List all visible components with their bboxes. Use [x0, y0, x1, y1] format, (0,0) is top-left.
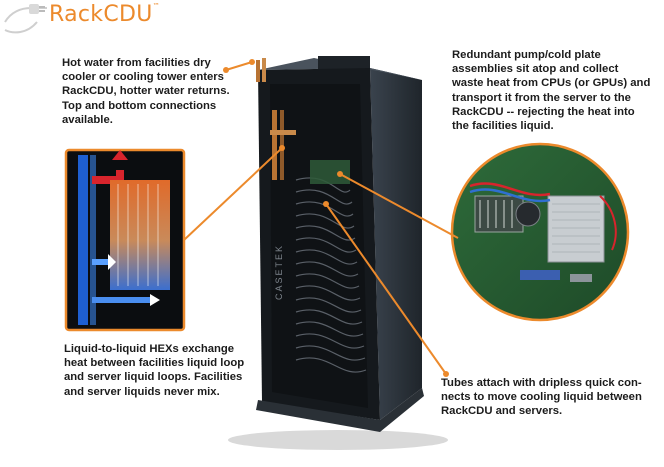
- cdu-pipe-3: [270, 130, 296, 135]
- callout-hex: Liquid-to-liquid HEXs exchange heat betw…: [64, 343, 245, 398]
- rack-side-panel: [370, 68, 422, 420]
- top-server-pcb: [310, 160, 350, 184]
- logo-text: RackCDU™: [49, 2, 160, 27]
- server-board-inset: [450, 142, 630, 322]
- rack-brand-label: CASETEK: [274, 244, 284, 300]
- leader-lines: [183, 61, 459, 375]
- callout-hot-water: Hot water from facilities dry cooler or …: [62, 57, 230, 126]
- plug-icon: [4, 4, 47, 34]
- callout-tubes: Tubes attach with dripless quick con- ne…: [441, 377, 642, 418]
- cdu-pipe-1: [272, 110, 277, 180]
- hex-inset: [64, 148, 186, 332]
- rack-shadow: [228, 430, 448, 450]
- leader-dots: [223, 59, 449, 377]
- rack-top: [258, 58, 422, 80]
- rack-base: [256, 388, 424, 432]
- copper-pipe-right: [262, 58, 266, 82]
- copper-pipe-left: [256, 60, 260, 82]
- callout-pump-cold-plate: Redundant pump/cold plate assemblies sit…: [452, 49, 651, 133]
- rackcdu-logo: RackCDU™: [3, 0, 203, 40]
